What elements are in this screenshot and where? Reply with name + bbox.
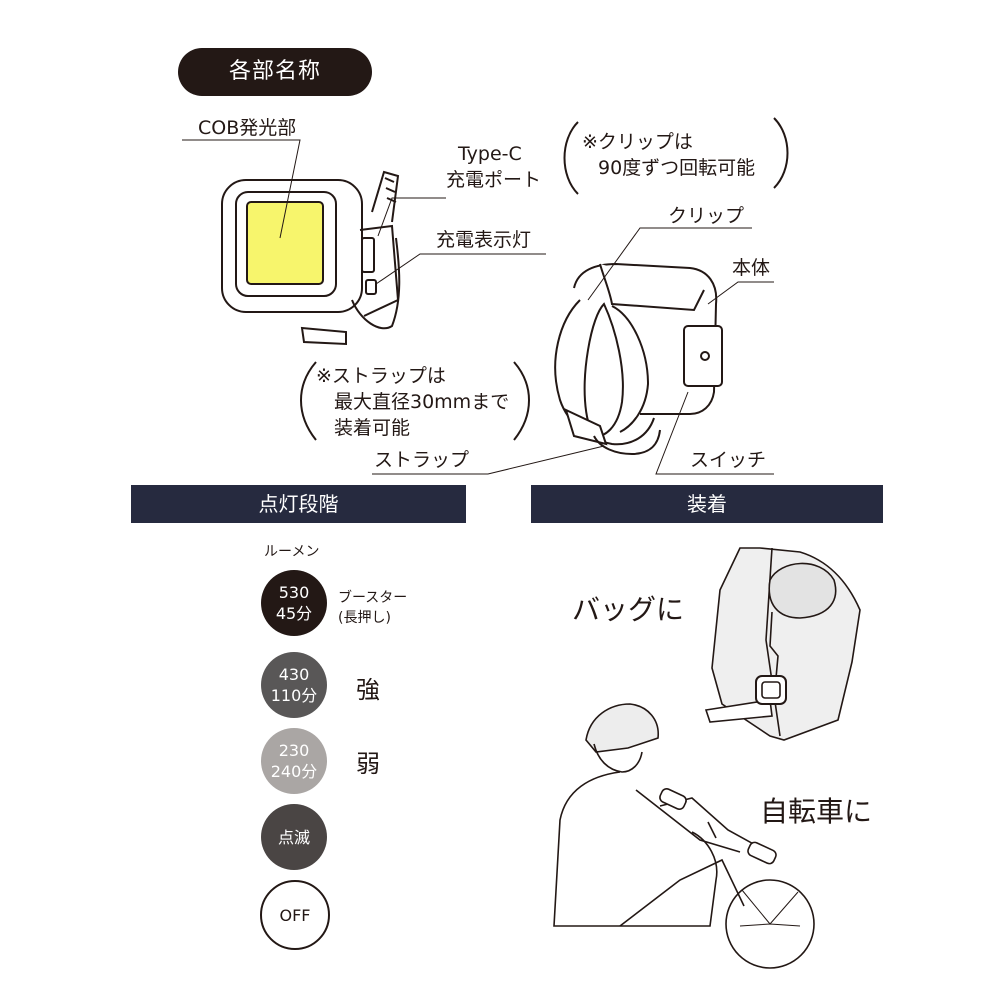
level-low-desc: 弱 xyxy=(356,750,380,778)
label-type-c: Type-C xyxy=(458,143,522,165)
parts-section-title: 各部名称 xyxy=(178,48,372,96)
level-low-lumen: 230 xyxy=(278,741,310,760)
label-cob: COB発光部 xyxy=(198,117,297,139)
label-charge-port: 充電ポート xyxy=(446,169,542,191)
mount-bike-label: 自転車に xyxy=(760,795,873,828)
level-off-badge: OFF xyxy=(260,880,330,950)
level-high-badge: 430 110分 xyxy=(261,652,327,718)
levels-section-title: 点灯段階 xyxy=(131,485,466,523)
label-clip: クリップ xyxy=(668,205,745,227)
level-low-time: 240分 xyxy=(270,762,318,781)
level-high-time: 110分 xyxy=(270,686,318,705)
clip-note-line1: ※クリップは xyxy=(582,131,693,153)
label-strap: ストラップ xyxy=(374,449,470,471)
level-flash-label: 点滅 xyxy=(277,827,310,847)
bag-illustration xyxy=(704,547,861,741)
level-high-lumen: 430 xyxy=(278,665,310,684)
strap-note-line1: ※ストラップは xyxy=(316,365,446,387)
level-booster-badge: 530 45分 xyxy=(261,570,327,636)
level-high-desc: 強 xyxy=(356,676,380,704)
mount-section-title: 装着 xyxy=(531,485,883,523)
clip-note-line2: 90度ずつ回転可能 xyxy=(598,157,756,179)
strap-note-line2: 最大直径30mmまで xyxy=(334,391,510,413)
mount-bag-label: バッグに xyxy=(572,593,685,626)
level-low-badge: 230 240分 xyxy=(261,728,327,794)
label-charge-lamp: 充電表示灯 xyxy=(436,229,532,251)
front-light-illustration xyxy=(221,170,401,346)
level-booster-desc: ブースター xyxy=(338,590,408,606)
label-body: 本体 xyxy=(732,257,771,279)
level-booster-desc-sub: (長押し) xyxy=(338,610,391,626)
level-booster-time: 45分 xyxy=(275,604,313,623)
level-flash-badge: 点滅 xyxy=(261,804,327,870)
level-booster-lumen: 530 xyxy=(278,583,310,602)
cyclist-illustration xyxy=(553,703,815,969)
level-off-label: OFF xyxy=(279,905,311,925)
lumen-unit-label: ルーメン xyxy=(264,544,320,560)
strap-note-line3: 装着可能 xyxy=(334,417,411,439)
label-switch: スイッチ xyxy=(690,449,767,471)
back-light-illustration xyxy=(554,262,723,456)
